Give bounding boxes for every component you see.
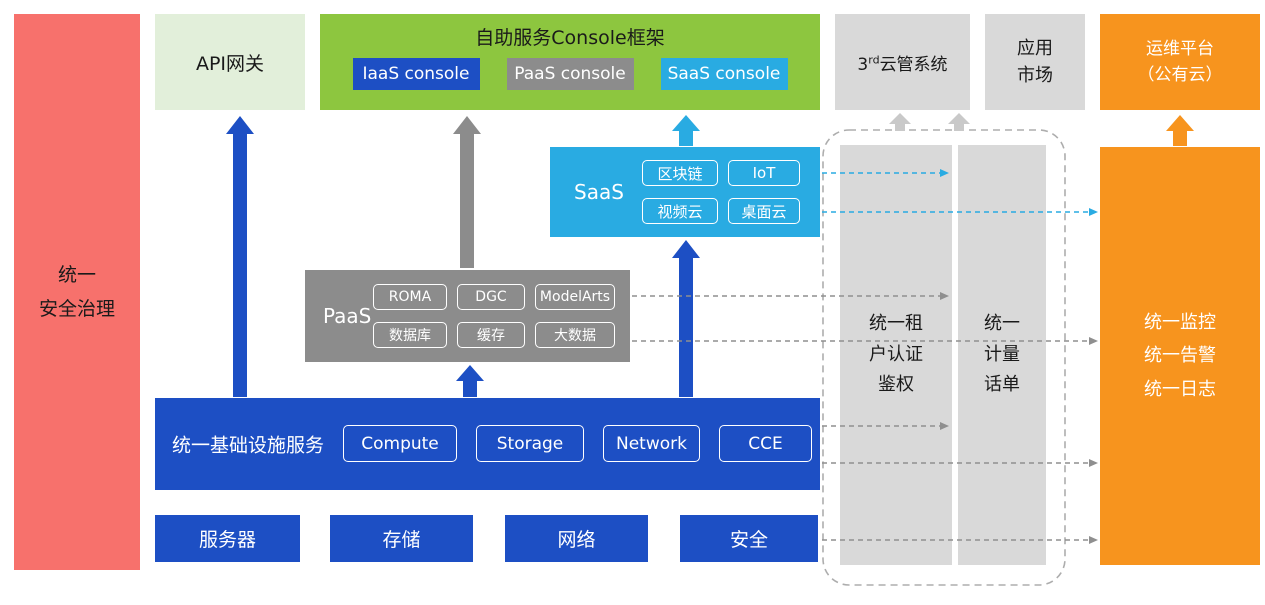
saas-layer-label: SaaS (574, 180, 624, 204)
hardware-security-panel: 安全 (680, 515, 818, 562)
app-market-label: 应用 市场 (1017, 38, 1053, 86)
arrow-saas-to-saas-console (672, 115, 700, 146)
arrow-auth-to-third-party (889, 113, 911, 131)
arrow-monitor-to-om-platform (1166, 115, 1194, 146)
security-governance-label: 统一 安全治理 (38, 263, 115, 320)
saas-item-video-cloud: 视频云 (642, 198, 718, 224)
arrow-infra-to-api-gateway (226, 116, 254, 397)
iaas-console-chip: IaaS console (352, 58, 480, 90)
infra-item-storage: Storage (476, 425, 584, 462)
hardware-network-panel: 网络 (505, 515, 648, 562)
arrow-paas-to-console (453, 116, 481, 268)
dashed-paas-to-monitor-arrowhead (1089, 337, 1098, 345)
console-framework-panel: 自助服务Console框架 IaaS console PaaS console … (320, 14, 820, 110)
saas-services-grid: 区块链 IoT 视频云 桌面云 (642, 160, 800, 224)
paas-services-grid: ROMA DGC ModelArts 数据库 缓存 大数据 (373, 284, 615, 348)
dashed-hardware-to-monitor-arrowhead (1089, 536, 1098, 544)
infrastructure-label: 统一基础设施服务 (172, 434, 325, 457)
third-party-suffix: 云管系统 (879, 54, 948, 75)
infra-item-network: Network (603, 425, 700, 462)
infrastructure-services-row: Compute Storage Network CCE (343, 425, 812, 462)
paas-layer-panel: PaaS ROMA DGC ModelArts 数据库 缓存 大数据 (305, 270, 630, 362)
infrastructure-panel: 统一基础设施服务 Compute Storage Network CCE (155, 398, 820, 490)
console-framework-title: 自助服务Console框架 (475, 27, 665, 49)
saas-item-iot: IoT (728, 160, 800, 186)
saas-layer-panel: SaaS 区块链 IoT 视频云 桌面云 (550, 147, 820, 237)
hardware-storage-panel: 存储 (330, 515, 473, 562)
saas-console-chip: SaaS console (660, 58, 788, 90)
arrow-infra-to-paas (456, 365, 484, 397)
infra-item-cce: CCE (719, 425, 812, 462)
tenant-auth-label: 统一租 户认证 鉴权 (869, 313, 923, 396)
app-market-panel: 应用 市场 (985, 14, 1085, 110)
monitoring-alarm-log-bar: 统一监控 统一告警 统一日志 (1100, 147, 1260, 565)
metering-bar: 统一 计量 话单 (958, 145, 1046, 565)
paas-item-bigdata: 大数据 (535, 322, 615, 348)
api-gateway-panel: API网关 (155, 14, 305, 110)
arrow-infra-to-saas (672, 240, 700, 397)
security-governance-panel: 统一 安全治理 (14, 14, 140, 570)
arrow-metering-to-third-party (948, 113, 970, 131)
third-party-cloud-mgmt-panel: 3rd云管系统 (835, 14, 970, 110)
paas-layer-label: PaaS (323, 304, 372, 328)
paas-item-cache: 缓存 (457, 322, 525, 348)
metering-label: 统一 计量 话单 (984, 313, 1020, 396)
third-party-cloud-mgmt-label: 3rd云管系统 (857, 50, 947, 75)
monitoring-alarm-log-label: 统一监控 统一告警 统一日志 (1144, 312, 1216, 400)
infra-item-compute: Compute (343, 425, 457, 462)
om-platform-panel: 运维平台 （公有云） (1100, 14, 1260, 110)
om-platform-label: 运维平台 （公有云） (1137, 38, 1223, 85)
paas-console-chip: PaaS console (506, 58, 634, 90)
paas-item-database: 数据库 (373, 322, 447, 348)
third-party-prefix: 3 (857, 54, 869, 75)
api-gateway-label: API网关 (195, 52, 265, 75)
paas-item-modelarts: ModelArts (535, 284, 615, 310)
paas-item-roma: ROMA (373, 284, 447, 310)
console-chip-row: IaaS console PaaS console SaaS console (352, 58, 788, 90)
tenant-auth-bar: 统一租 户认证 鉴权 (840, 145, 952, 565)
hardware-server-panel: 服务器 (155, 515, 300, 562)
saas-item-desktop-cloud: 桌面云 (728, 198, 800, 224)
third-party-superscript: rd (868, 52, 880, 66)
dashed-infra-to-monitor-arrowhead (1089, 459, 1098, 467)
paas-item-dgc: DGC (457, 284, 525, 310)
saas-item-blockchain: 区块链 (642, 160, 718, 186)
dashed-saas-to-monitor-arrowhead (1089, 208, 1098, 216)
